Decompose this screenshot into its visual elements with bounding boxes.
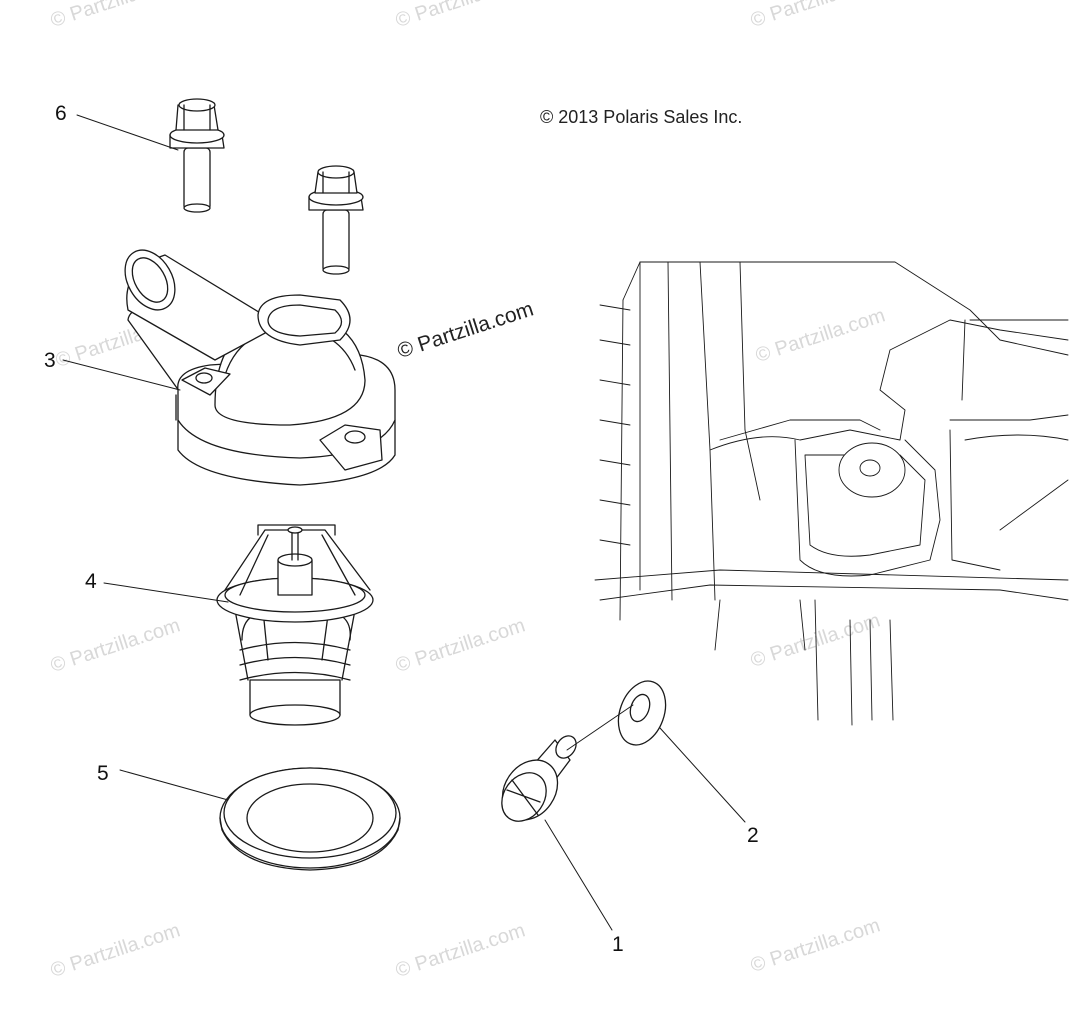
- callout-5: 5: [97, 762, 109, 785]
- callout-3: 3: [44, 349, 56, 372]
- callout-2: 2: [747, 824, 759, 847]
- callout-4: 4: [85, 570, 97, 593]
- screw: [501, 735, 577, 822]
- thermostat-housing: [124, 249, 396, 486]
- seal: [219, 767, 401, 871]
- thermostat: [216, 524, 374, 726]
- copyright-notice: © 2013 Polaris Sales Inc.: [540, 107, 743, 127]
- callout-1: 1: [612, 933, 624, 956]
- bolt-left: [169, 98, 225, 213]
- washer: [617, 680, 667, 746]
- bolt-right: [308, 165, 364, 275]
- callout-6: 6: [55, 102, 67, 125]
- engine-housing: [594, 261, 1069, 726]
